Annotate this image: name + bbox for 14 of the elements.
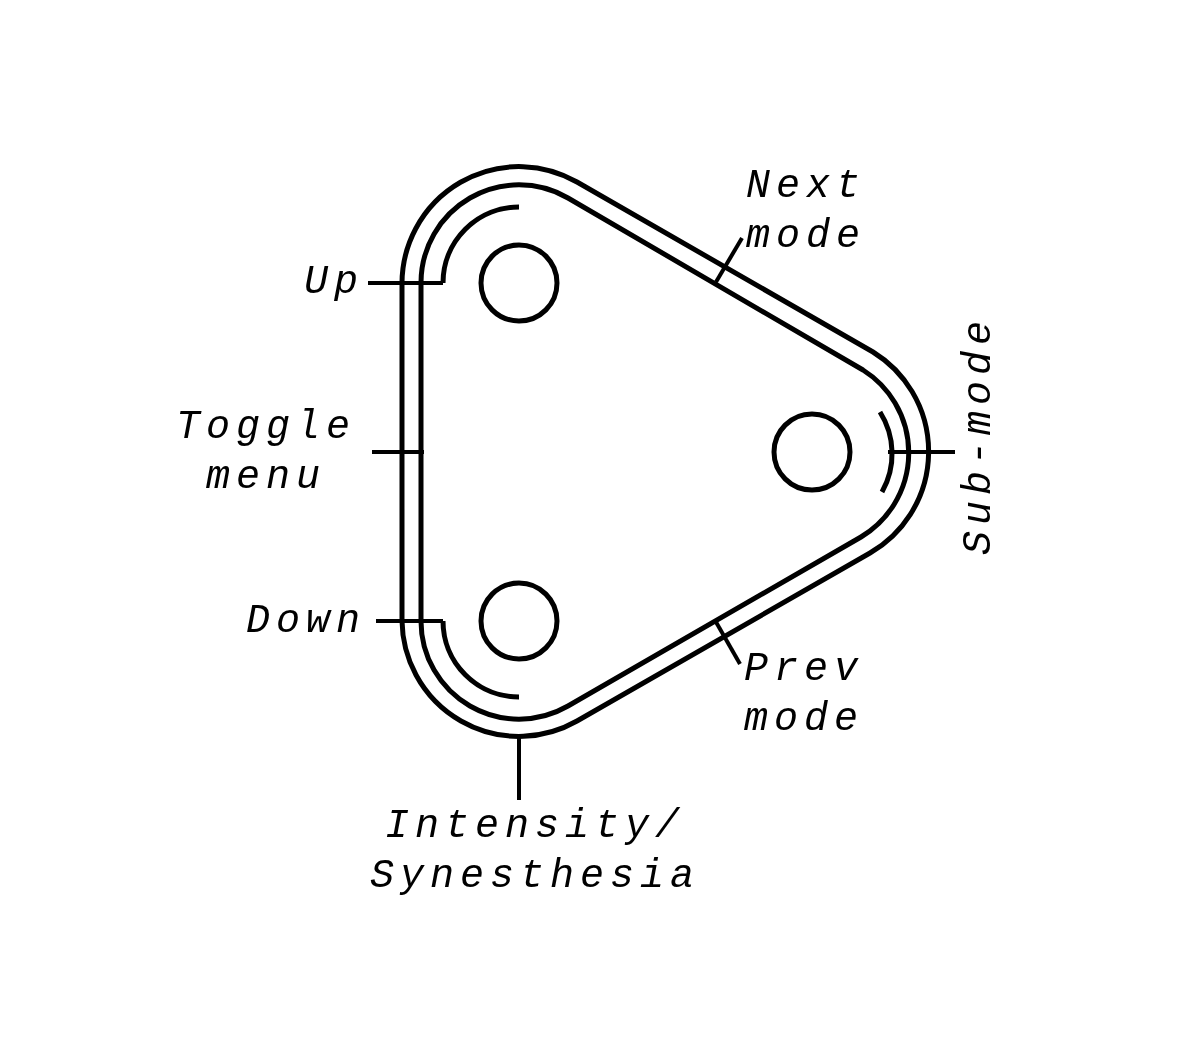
leader-line bbox=[517, 738, 521, 800]
leader-line bbox=[714, 237, 744, 283]
leader-line bbox=[714, 621, 742, 665]
control-label: Sub-mode bbox=[955, 315, 1005, 556]
control-label: Down bbox=[200, 597, 366, 647]
control-label: Intensity/ Synesthesia bbox=[330, 802, 740, 902]
control-label: Next mode bbox=[746, 162, 906, 262]
leader-line bbox=[372, 450, 424, 454]
control-label: Up bbox=[230, 258, 364, 308]
leader-line bbox=[368, 281, 443, 285]
control-label: Toggle menu bbox=[160, 403, 372, 503]
leader-line bbox=[376, 619, 443, 623]
control-label: Prev mode bbox=[744, 645, 904, 745]
leader-line bbox=[888, 450, 955, 454]
